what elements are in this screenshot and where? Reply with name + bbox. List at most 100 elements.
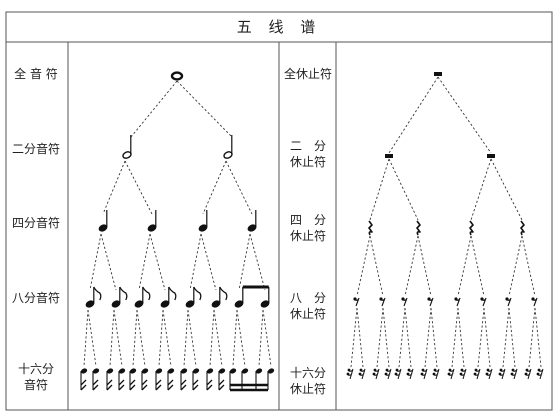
sixteenth-flag	[141, 384, 148, 391]
sixteenth-note	[155, 368, 163, 374]
sixteenth-flag	[167, 384, 174, 391]
whole-note	[170, 71, 184, 81]
connector-line	[202, 160, 227, 215]
sixteenth-note	[255, 368, 263, 374]
connector-line	[225, 160, 253, 215]
label-eighth-rest-line2: 休止符	[290, 306, 326, 321]
sixteenth-rest-stem	[385, 368, 392, 380]
connector-line	[404, 235, 419, 297]
connector-line	[430, 307, 438, 368]
sixteenth-flag	[218, 379, 225, 386]
connector-line	[183, 309, 189, 367]
sixteenth-flag	[206, 379, 213, 386]
label-sixteenth-rest-line2: 休止符	[290, 381, 326, 396]
connector-line	[200, 233, 217, 291]
sixteenth-rest-stem	[359, 368, 366, 380]
connector-line	[457, 235, 472, 297]
sixteenth-note	[180, 368, 188, 374]
label-half-rest-line1: 二 分	[290, 139, 326, 153]
sixteenth-rest-stem	[474, 368, 481, 380]
connector-line	[87, 309, 97, 367]
connector-line	[388, 158, 419, 221]
connector-line	[238, 233, 251, 291]
connector-line	[209, 309, 215, 367]
label-quarter-rest-line2: 休止符	[290, 228, 326, 243]
label-sixteenth-rest-line1: 十六分	[290, 366, 326, 380]
half-rest	[385, 154, 393, 158]
connector-line	[89, 233, 102, 291]
sixteenth-flag	[80, 384, 87, 391]
sixteenth-note	[141, 368, 149, 374]
connector-line	[376, 307, 384, 368]
whole-rest	[434, 72, 442, 76]
sixteenth-flag	[167, 379, 174, 386]
eighth-flag	[119, 286, 128, 301]
connector-line	[213, 309, 223, 367]
sixteenth-rest-stem	[421, 368, 428, 380]
label-quarter-rest-line1: 四 分	[290, 213, 326, 227]
eighth-rest-stem	[532, 297, 538, 307]
connector-line	[189, 233, 202, 291]
sixteenth-note	[129, 368, 137, 374]
connector-line	[451, 307, 459, 368]
connector-line	[437, 76, 492, 154]
sixteenth-flag	[180, 379, 187, 386]
label-half-note: 二分音符	[12, 141, 60, 156]
connector-line	[176, 80, 233, 138]
sixteenth-flag	[106, 384, 113, 391]
eighth-rest-stem	[428, 297, 434, 307]
eighth-rest-stem	[402, 297, 408, 307]
label-eighth-note: 八分音符	[12, 290, 60, 305]
note-tree	[80, 71, 275, 392]
connector-line	[483, 307, 491, 368]
connector-line	[457, 307, 465, 368]
half-rest	[487, 154, 495, 158]
sixteenth-rest-stem	[460, 368, 467, 380]
sixteenth-note	[80, 368, 88, 374]
connector-line	[398, 307, 406, 368]
connector-line	[149, 233, 166, 291]
eighth-flag	[93, 286, 102, 301]
connector-line	[369, 158, 390, 221]
connector-line	[508, 235, 523, 297]
connector-line	[350, 307, 358, 368]
connector-line	[534, 307, 542, 368]
sixteenth-note	[206, 368, 214, 374]
connector-line	[124, 160, 153, 215]
sixteenth-rest-stem	[537, 368, 544, 380]
connector-line	[249, 233, 266, 291]
sixteenth-flag	[206, 384, 213, 391]
connector-line	[262, 309, 272, 367]
sixteenth-rest-stem	[433, 368, 440, 380]
sixteenth-flag	[155, 379, 162, 386]
sixteenth-flag	[129, 379, 136, 386]
sixteenth-flag	[192, 384, 199, 391]
sixteenth-note	[106, 368, 114, 374]
eighth-flag	[193, 286, 202, 301]
sixteenth-note	[241, 368, 249, 374]
sixteenth-flag	[129, 384, 136, 391]
sixteenth-flag	[80, 379, 87, 386]
sixteenth-rest-stem	[448, 368, 455, 380]
connector-line	[356, 235, 371, 297]
connector-line	[109, 309, 115, 367]
rest-tree	[346, 72, 544, 380]
eighth-rest-stem	[380, 297, 386, 307]
sixteenth-note	[229, 368, 237, 374]
sixteenth-rest-stem	[347, 368, 354, 380]
connector-line	[521, 235, 536, 297]
sixteenth-flag	[218, 384, 225, 391]
eighth-rest-stem	[506, 297, 512, 307]
label-half-rest-line2: 休止符	[290, 154, 326, 169]
connector-line	[158, 309, 164, 367]
quarter-rest	[469, 220, 474, 236]
sixteenth-note	[167, 368, 175, 374]
eighth-rest-stem	[354, 297, 360, 307]
eighth-rest-stem	[481, 297, 487, 307]
sixteenth-flag	[92, 384, 99, 391]
connector-line	[356, 307, 364, 368]
connector-line	[388, 76, 439, 154]
connector-line	[102, 160, 126, 215]
connector-line	[470, 158, 492, 221]
connector-line	[232, 309, 238, 367]
